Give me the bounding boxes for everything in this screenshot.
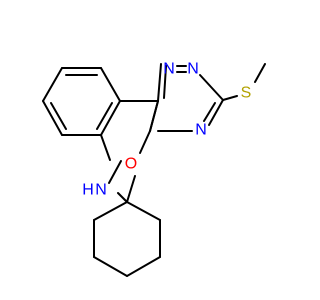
atom-label-o1: O [125,156,137,173]
bond [100,100,121,136]
bond [203,102,216,122]
molecule-diagram: N N N S O N H [42,61,266,277]
bond [42,100,63,136]
bond [117,192,128,203]
atom-labels: N N N S O N H [82,61,251,199]
bond [163,65,167,99]
bond [50,102,67,130]
atom-label-h-amine: H [82,182,94,199]
bond [199,74,224,101]
bond [96,102,113,130]
bond [126,201,161,221]
bond [42,67,63,102]
atom-label-n1: N [163,61,175,78]
bond [126,175,136,203]
bond [139,130,151,154]
bond [126,256,161,277]
bond [149,100,159,132]
bond [222,95,238,101]
bond [93,256,128,277]
bond [157,63,162,102]
atom-label-n3: N [195,122,207,139]
bond [100,67,121,102]
bond [108,160,122,184]
bond [100,134,111,161]
molecule-structure: N N N S O N H [42,61,266,277]
atom-label-n-amine: N [95,182,107,199]
atom-label-s1: S [241,85,252,102]
atom-label-n2: N [187,61,199,78]
bond [254,63,266,83]
bonds [42,63,266,277]
bond [208,99,224,126]
bond [93,201,128,221]
